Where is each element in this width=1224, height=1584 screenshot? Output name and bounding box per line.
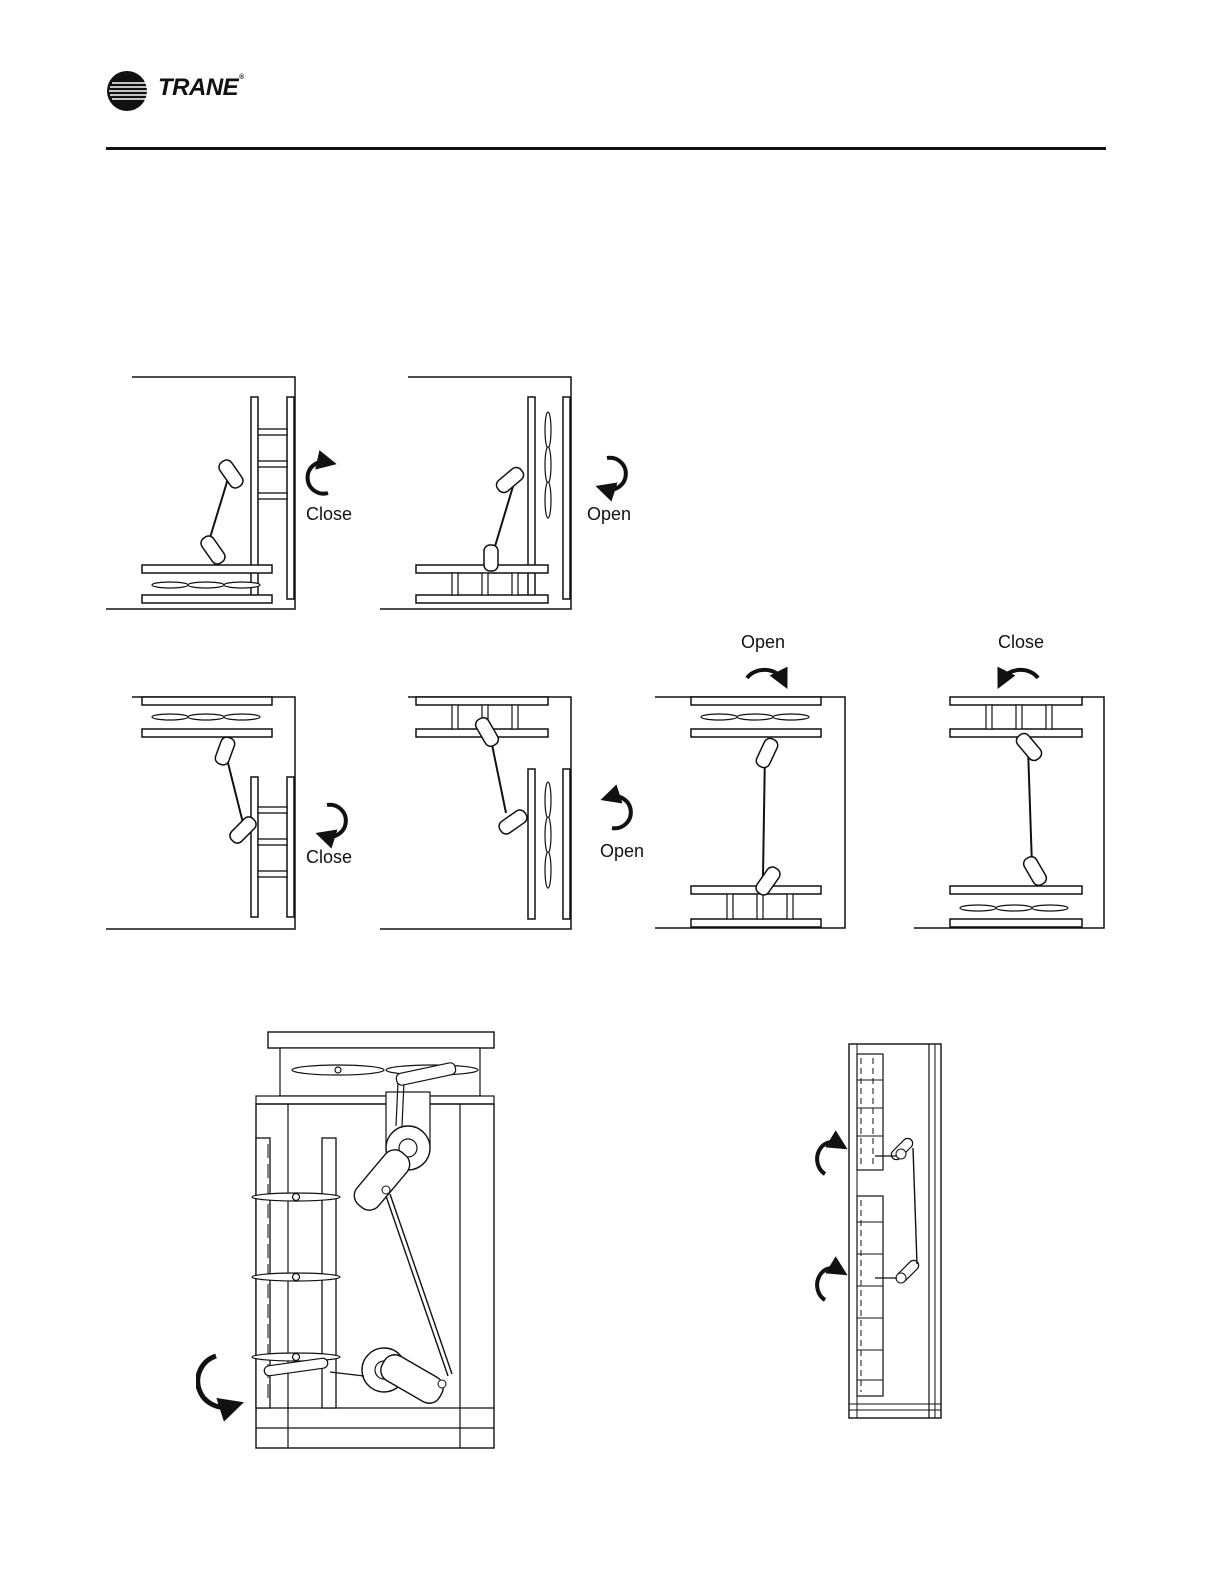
rotate-counterclockwise-arrow-icon [308,462,328,494]
rotate-clockwise-arrow-icon [605,458,626,490]
figure-2-open: Open [380,375,650,615]
rotate-clockwise-arrow-icon [817,1142,839,1174]
figure-3-close: Close [106,695,366,935]
figure-4-label: Open [600,841,644,861]
figure-7-damper-assembly [196,1028,496,1452]
figure-6-close: Close [914,628,1114,936]
figure-1-close: Close [106,375,366,615]
brand-name: TRANE® [158,74,244,102]
rotate-counterclockwise-arrow-icon [1002,670,1038,680]
header-rule [106,147,1106,150]
page-header: TRANE® [106,68,1106,118]
figure-1-label: Close [306,504,352,524]
figure-5-open: Open [655,628,855,936]
figure-2-label: Open [587,504,631,524]
figure-6-label: Close [998,632,1044,652]
figure-4-open: Open [380,695,650,935]
figure-3-label: Close [306,847,352,867]
rotate-clockwise-arrow-icon [325,805,346,837]
rotate-clockwise-arrow-icon [747,670,783,680]
trane-logo-icon [106,70,148,112]
figure-8-side-assembly [805,1040,945,1422]
rotate-clockwise-arrow-icon [198,1356,232,1407]
figure-5-label: Open [741,632,785,652]
rotate-counterclockwise-arrow-icon [610,796,631,828]
rotate-clockwise-arrow-icon [817,1268,839,1300]
